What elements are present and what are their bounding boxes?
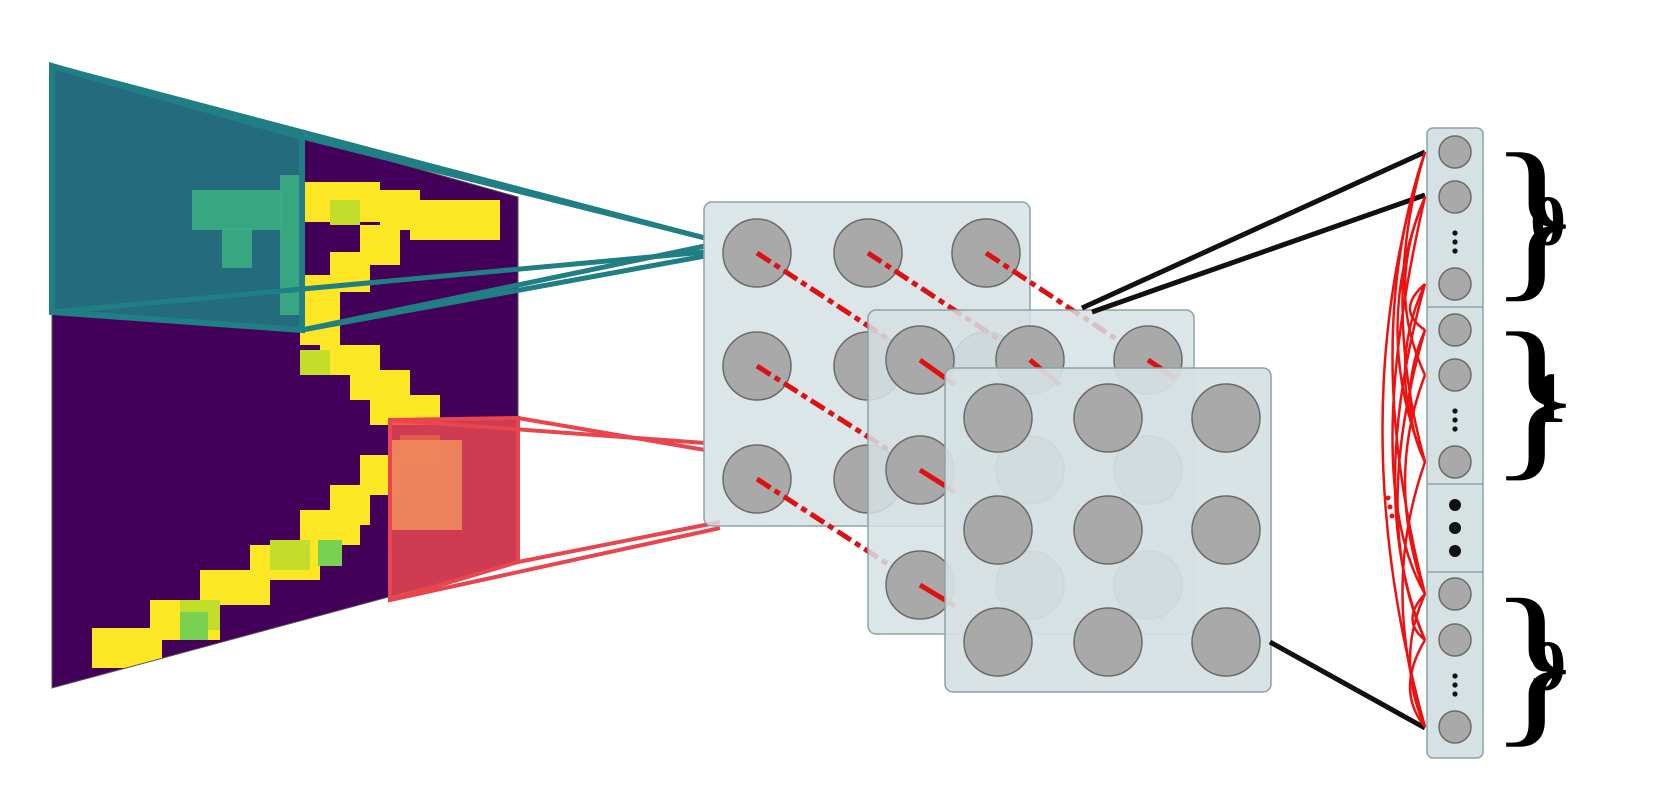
lateral-connections	[1383, 152, 1426, 727]
feature-map-3	[945, 368, 1271, 692]
class-label-9: 9	[1530, 626, 1566, 706]
class-label-0: 0	[1530, 181, 1566, 261]
group-ellipsis-icon	[1449, 499, 1461, 557]
output-layer	[1427, 128, 1483, 758]
receptive-field-red	[390, 418, 518, 600]
output-group-9: } 9	[1488, 563, 1584, 763]
class-label-1: 1	[1530, 358, 1566, 438]
output-group-0: } 0	[1488, 117, 1584, 317]
output-group-1: } 1	[1488, 296, 1584, 496]
